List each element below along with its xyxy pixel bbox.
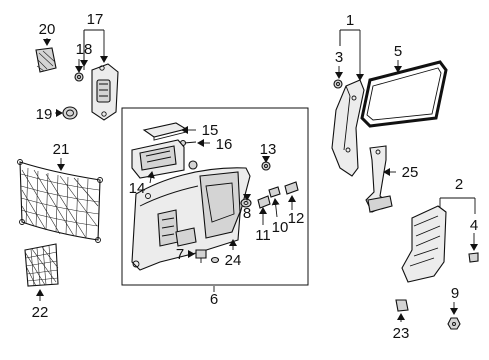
part-12-fastener (284, 181, 299, 195)
callout-23: 23 (393, 325, 410, 342)
callout-11: 11 (255, 227, 271, 244)
part-25-bracket (365, 145, 393, 213)
part-3-clip (333, 79, 343, 89)
part-4-clip (468, 252, 479, 263)
callout-17: 17 (87, 11, 104, 28)
part-14-storage-bin (131, 139, 185, 179)
callout-5: 5 (394, 43, 402, 60)
callout-2: 2 (455, 176, 463, 193)
leader-lines (36, 29, 478, 322)
part-5-window-seal (360, 60, 448, 128)
part-6-quarter-trim-panel (131, 160, 251, 271)
callout-9: 9 (451, 285, 459, 302)
callout-20: 20 (39, 21, 56, 38)
callout-labels: 1 2 3 4 5 6 7 8 9 10 11 12 13 14 15 16 1… (32, 11, 479, 342)
callout-25: 25 (402, 164, 419, 181)
part-9-nut (447, 317, 461, 330)
callout-13: 13 (260, 141, 277, 158)
callout-19: 19 (36, 106, 53, 123)
part-6-detail-box (121, 107, 309, 286)
part-18-clip (74, 72, 84, 82)
callout-24: 24 (225, 252, 242, 269)
part-22-small-net (24, 243, 59, 287)
part-10-fastener (268, 186, 281, 198)
callout-22: 22 (32, 304, 49, 321)
part-16-screw (179, 139, 197, 147)
callout-8: 8 (243, 205, 251, 222)
part-7-push-pin (195, 249, 207, 263)
part-2-corner-trim (401, 205, 447, 283)
part-21-cargo-net (17, 159, 103, 243)
callout-18: 18 (76, 41, 93, 58)
callout-12: 12 (288, 210, 305, 227)
callout-21: 21 (53, 141, 70, 158)
part-19-grommet (62, 106, 78, 120)
part-20-grille-badge (35, 47, 57, 73)
part-24-clip (210, 256, 220, 264)
callout-1: 1 (346, 12, 354, 29)
part-23-clip (395, 299, 409, 312)
callout-3: 3 (335, 49, 343, 66)
callout-4: 4 (470, 217, 478, 234)
part-17-bracket (91, 63, 119, 121)
callout-10: 10 (272, 219, 289, 236)
part-1-pillar-trim (331, 79, 365, 177)
callout-16: 16 (216, 136, 233, 153)
callout-14: 14 (129, 180, 146, 197)
callout-6: 6 (210, 291, 218, 308)
part-13-bolt (261, 161, 271, 171)
callout-15: 15 (202, 122, 219, 139)
part-11-fastener (257, 195, 271, 209)
part-15-storage-lid (142, 122, 188, 141)
callout-7: 7 (176, 246, 184, 263)
